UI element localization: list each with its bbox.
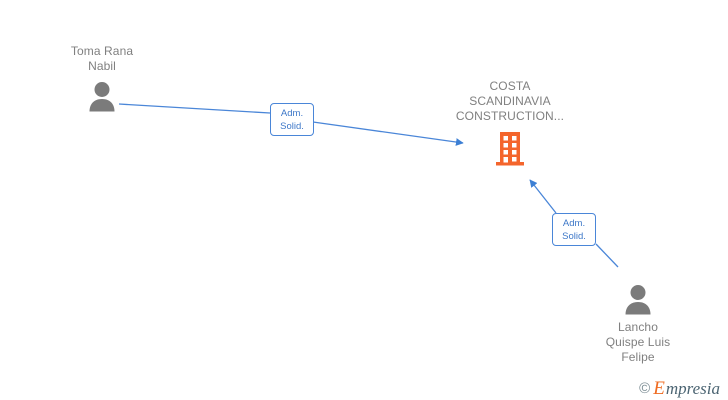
edge-label-adm-solid-lancho[interactable]: Adm. Solid.	[552, 213, 596, 246]
node-person-lancho-quispe-luis-felipe[interactable]: Lancho Quispe Luis Felipe	[568, 283, 708, 365]
person-icon	[89, 82, 115, 112]
person-icon	[625, 285, 651, 315]
node-label-toma-rana-nabil: Toma Rana Nabil	[70, 44, 134, 73]
node-label-lancho-quispe-luis-felipe: Lancho Quispe Luis Felipe	[605, 320, 671, 364]
watermark-empresia: © E mpresia	[639, 379, 720, 398]
edge-line-lancho-lower	[595, 243, 619, 268]
node-company-costa-scandinavia[interactable]: COSTA SCANDINAVIA CONSTRUCTION...	[420, 79, 600, 169]
copyright-icon: ©	[639, 380, 651, 397]
watermark-brand-initial: E	[653, 378, 665, 399]
company-building-icon	[496, 132, 524, 166]
node-label-costa-scandinavia: COSTA SCANDINAVIA CONSTRUCTION...	[455, 79, 565, 123]
edge-label-adm-solid-toma[interactable]: Adm. Solid.	[270, 103, 314, 136]
node-person-toma-rana-nabil[interactable]: Toma Rana Nabil	[32, 44, 172, 112]
edge-line-lancho-upper	[529, 179, 557, 214]
watermark-brand-rest: mpresia	[665, 379, 720, 398]
